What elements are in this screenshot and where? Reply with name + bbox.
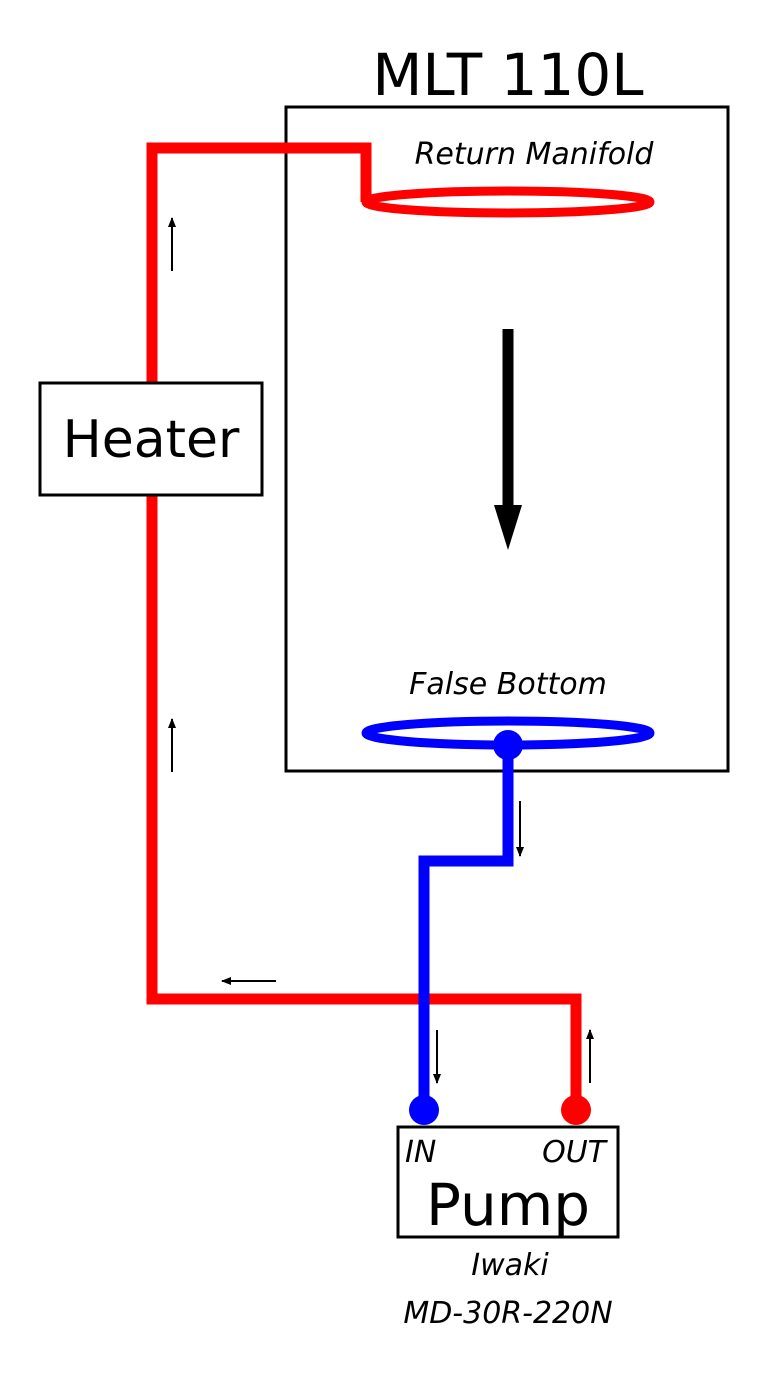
mash-flow-down-arrow-icon — [494, 329, 522, 550]
return-manifold-label: Return Manifold — [415, 137, 655, 172]
pump-label: Pump — [426, 1171, 590, 1239]
wort-draw-line — [418, 745, 514, 1110]
return-manifold-ring — [361, 186, 655, 218]
pump-in-label: IN — [405, 1135, 436, 1170]
heater-box — [38, 381, 264, 497]
pump-out-port-icon — [561, 1095, 591, 1125]
tank-title: MLT 110L — [372, 41, 643, 109]
pump-model-label: MD-30R-220N — [403, 1296, 612, 1331]
pump-box — [396, 1125, 620, 1239]
pump-in-port-icon — [409, 1095, 439, 1125]
pump-out-label: OUT — [542, 1135, 609, 1170]
heater-label: Heater — [63, 410, 240, 470]
hot-return-line — [146, 142, 582, 1110]
pump-make-label: Iwaki — [471, 1248, 549, 1283]
false-bottom-outlet-dot — [493, 730, 523, 760]
false-bottom-label: False Bottom — [409, 667, 607, 702]
